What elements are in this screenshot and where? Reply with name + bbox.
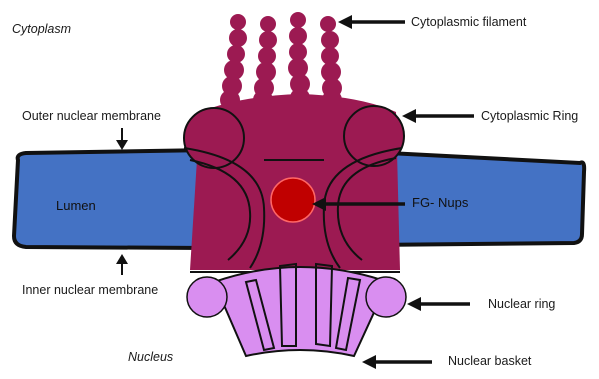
nuclear-basket-label: Nuclear basket xyxy=(448,354,531,368)
nuclear-ring-right xyxy=(366,277,406,317)
nucleus-label: Nucleus xyxy=(128,350,173,364)
filament-3 xyxy=(288,12,310,108)
nuclear-basket xyxy=(214,267,388,356)
outer-membrane-label: Outer nuclear membrane xyxy=(22,109,161,123)
cytoplasmic-filament-label: Cytoplasmic filament xyxy=(411,15,526,29)
nuclear-ring-left xyxy=(187,277,227,317)
cytoplasmic-ring-label: Cytoplasmic Ring xyxy=(481,109,578,123)
fg-nups-label: FG- Nups xyxy=(412,196,468,210)
fg-nups-blob xyxy=(271,178,315,222)
arrow-nuclear-ring xyxy=(407,297,470,311)
cytoplasm-label: Cytoplasm xyxy=(12,22,71,36)
arrow-cytoplasmic-filament xyxy=(338,15,405,29)
arrow-outer-membrane xyxy=(116,128,128,150)
arrow-cytoplasmic-ring xyxy=(402,109,474,123)
lumen-label: Lumen xyxy=(56,199,96,213)
nuclear-ring-label: Nuclear ring xyxy=(488,297,555,311)
cytoplasmic-ring-left xyxy=(184,108,244,168)
arrow-inner-membrane xyxy=(116,254,128,275)
filament-1 xyxy=(220,14,247,110)
inner-membrane-label: Inner nuclear membrane xyxy=(22,283,158,297)
cytoplasmic-ring-right xyxy=(344,106,404,166)
arrow-nuclear-basket xyxy=(362,355,432,369)
